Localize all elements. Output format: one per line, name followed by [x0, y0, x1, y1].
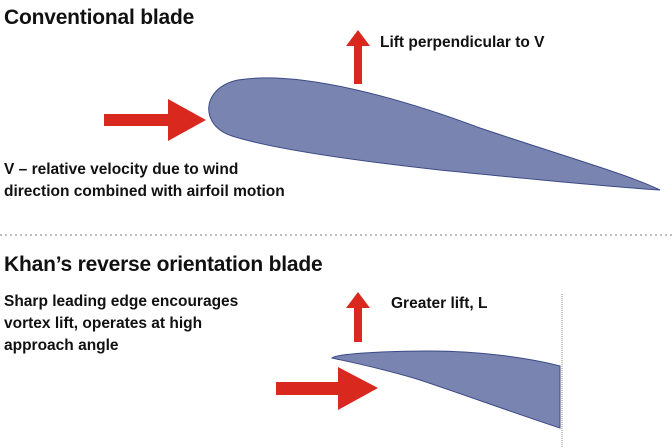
greater-lift-label: Greater lift, L [391, 295, 488, 312]
wind-arrow-bottom-icon [276, 367, 378, 410]
conventional-blade-heading: Conventional blade [4, 6, 195, 29]
velocity-label-line2: direction combined with airfoil motion [4, 183, 285, 200]
conventional-airfoil [208, 77, 661, 191]
wind-arrow-icon [104, 99, 206, 141]
description-line2: vortex lift, operates at high [4, 315, 203, 332]
greater-lift-arrow-icon [346, 292, 370, 342]
description-line1: Sharp leading edge encourages [4, 293, 239, 310]
lift-label: Lift perpendicular to V [380, 34, 545, 51]
reverse-blade-heading: Khan’s reverse orientation blade [4, 253, 323, 276]
reverse-airfoil [330, 350, 561, 429]
velocity-label-line1: V – relative velocity due to wind [4, 161, 239, 178]
lift-arrow-icon [346, 30, 370, 84]
description-line3: approach angle [4, 337, 119, 354]
